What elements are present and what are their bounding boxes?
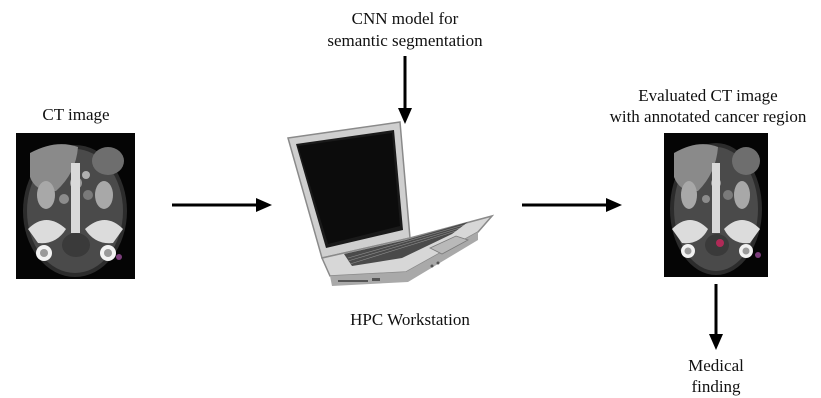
- laptop-icon: [287, 121, 494, 286]
- cnn-model-label-line1: CNN model for: [351, 9, 459, 28]
- annotated-cancer-region: [716, 239, 724, 247]
- medical-finding-label-line2: finding: [691, 377, 741, 396]
- evaluated-ct-label-line1: Evaluated CT image: [638, 86, 778, 105]
- ct-image-label: CT image: [42, 105, 110, 124]
- evaluated-ct-image: [664, 133, 768, 277]
- cnn-model-label-line2: semantic segmentation: [327, 31, 483, 50]
- hpc-workstation-label: HPC Workstation: [350, 310, 470, 329]
- ct-image: [16, 133, 135, 279]
- medical-finding-label-line1: Medical: [688, 356, 744, 375]
- arrow-model-to-workstation: [398, 56, 412, 124]
- evaluated-ct-label-line2: with annotated cancer region: [609, 107, 807, 126]
- arrow-output-to-finding: [709, 284, 723, 350]
- arrow-input-to-workstation: [172, 198, 272, 212]
- arrow-workstation-to-output: [522, 198, 622, 212]
